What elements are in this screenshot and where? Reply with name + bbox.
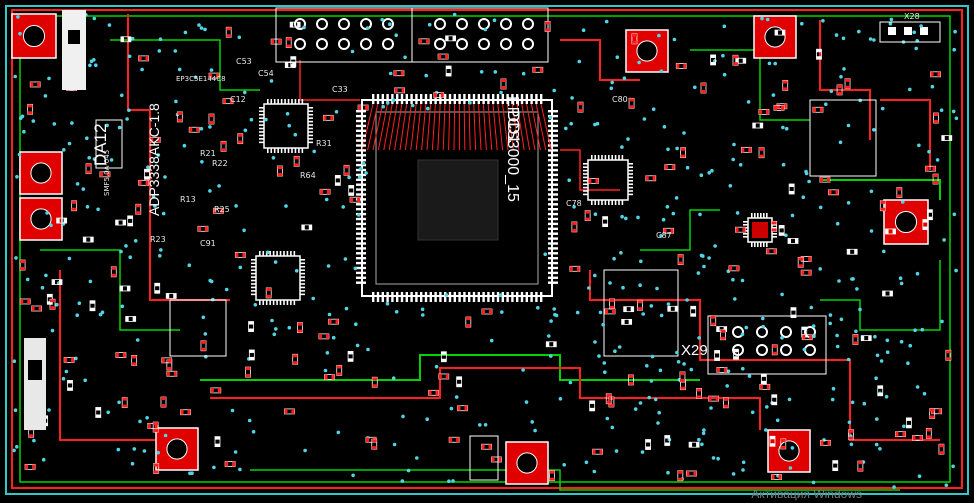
x29-outline[interactable] (603, 269, 679, 357)
qfp-footprints (251, 99, 777, 305)
component-ref-label: C54 (258, 69, 274, 78)
component-ref-label: C78 (566, 199, 582, 208)
ic-left-bottom[interactable] (169, 299, 227, 357)
windows-activation-watermark: Активация Windows (751, 487, 862, 501)
component-ref-label: C12 (230, 95, 246, 104)
component-ref-label: C33 (332, 85, 348, 94)
component-ref-label: C87 (656, 231, 672, 240)
ground-ring (11, 9, 963, 489)
component-diode-bottom[interactable] (24, 338, 46, 430)
fpga-dd1-footprint[interactable] (361, 99, 553, 297)
designator-x29: X29 (681, 342, 708, 359)
power-ring (19, 15, 951, 483)
component-ref-label: C53 (236, 57, 252, 66)
via-field (12, 12, 959, 489)
component-ref-label: R31 (316, 139, 332, 148)
board-outline (5, 5, 969, 495)
component-ref-label: C80 (612, 95, 628, 104)
fpga-pin-rows (356, 94, 558, 302)
component-ref-label: R64 (300, 171, 316, 180)
smd-components (19, 21, 953, 482)
ic-right-outline[interactable] (809, 99, 877, 177)
component-diode-top[interactable] (62, 10, 86, 90)
component-ref-label: R21 (200, 149, 216, 158)
component-ref-label: C91 (200, 239, 216, 248)
reg-bottom[interactable] (469, 435, 499, 481)
x28-outline[interactable] (879, 21, 941, 43)
component-ref-label: R22 (212, 159, 228, 168)
da12-outline[interactable] (95, 119, 123, 169)
component-ref-label: R13 (180, 195, 196, 204)
designator-epcs: EPCS3000_15 (504, 96, 521, 202)
component-ref-label: R23 (150, 235, 166, 244)
header-x-right[interactable] (411, 7, 549, 63)
x30-outline[interactable] (707, 315, 827, 375)
component-ref-label: R25 (214, 205, 230, 214)
power-pads (11, 13, 929, 485)
designator-smf: SMF5.0A-045 (103, 149, 111, 196)
designator-ep3c: EP3C5E144C8 (176, 75, 226, 83)
designator-x28: X28 (904, 12, 920, 21)
header-pads (294, 18, 928, 356)
designator-adp: ADP3338AKC-1.8 (146, 103, 162, 216)
